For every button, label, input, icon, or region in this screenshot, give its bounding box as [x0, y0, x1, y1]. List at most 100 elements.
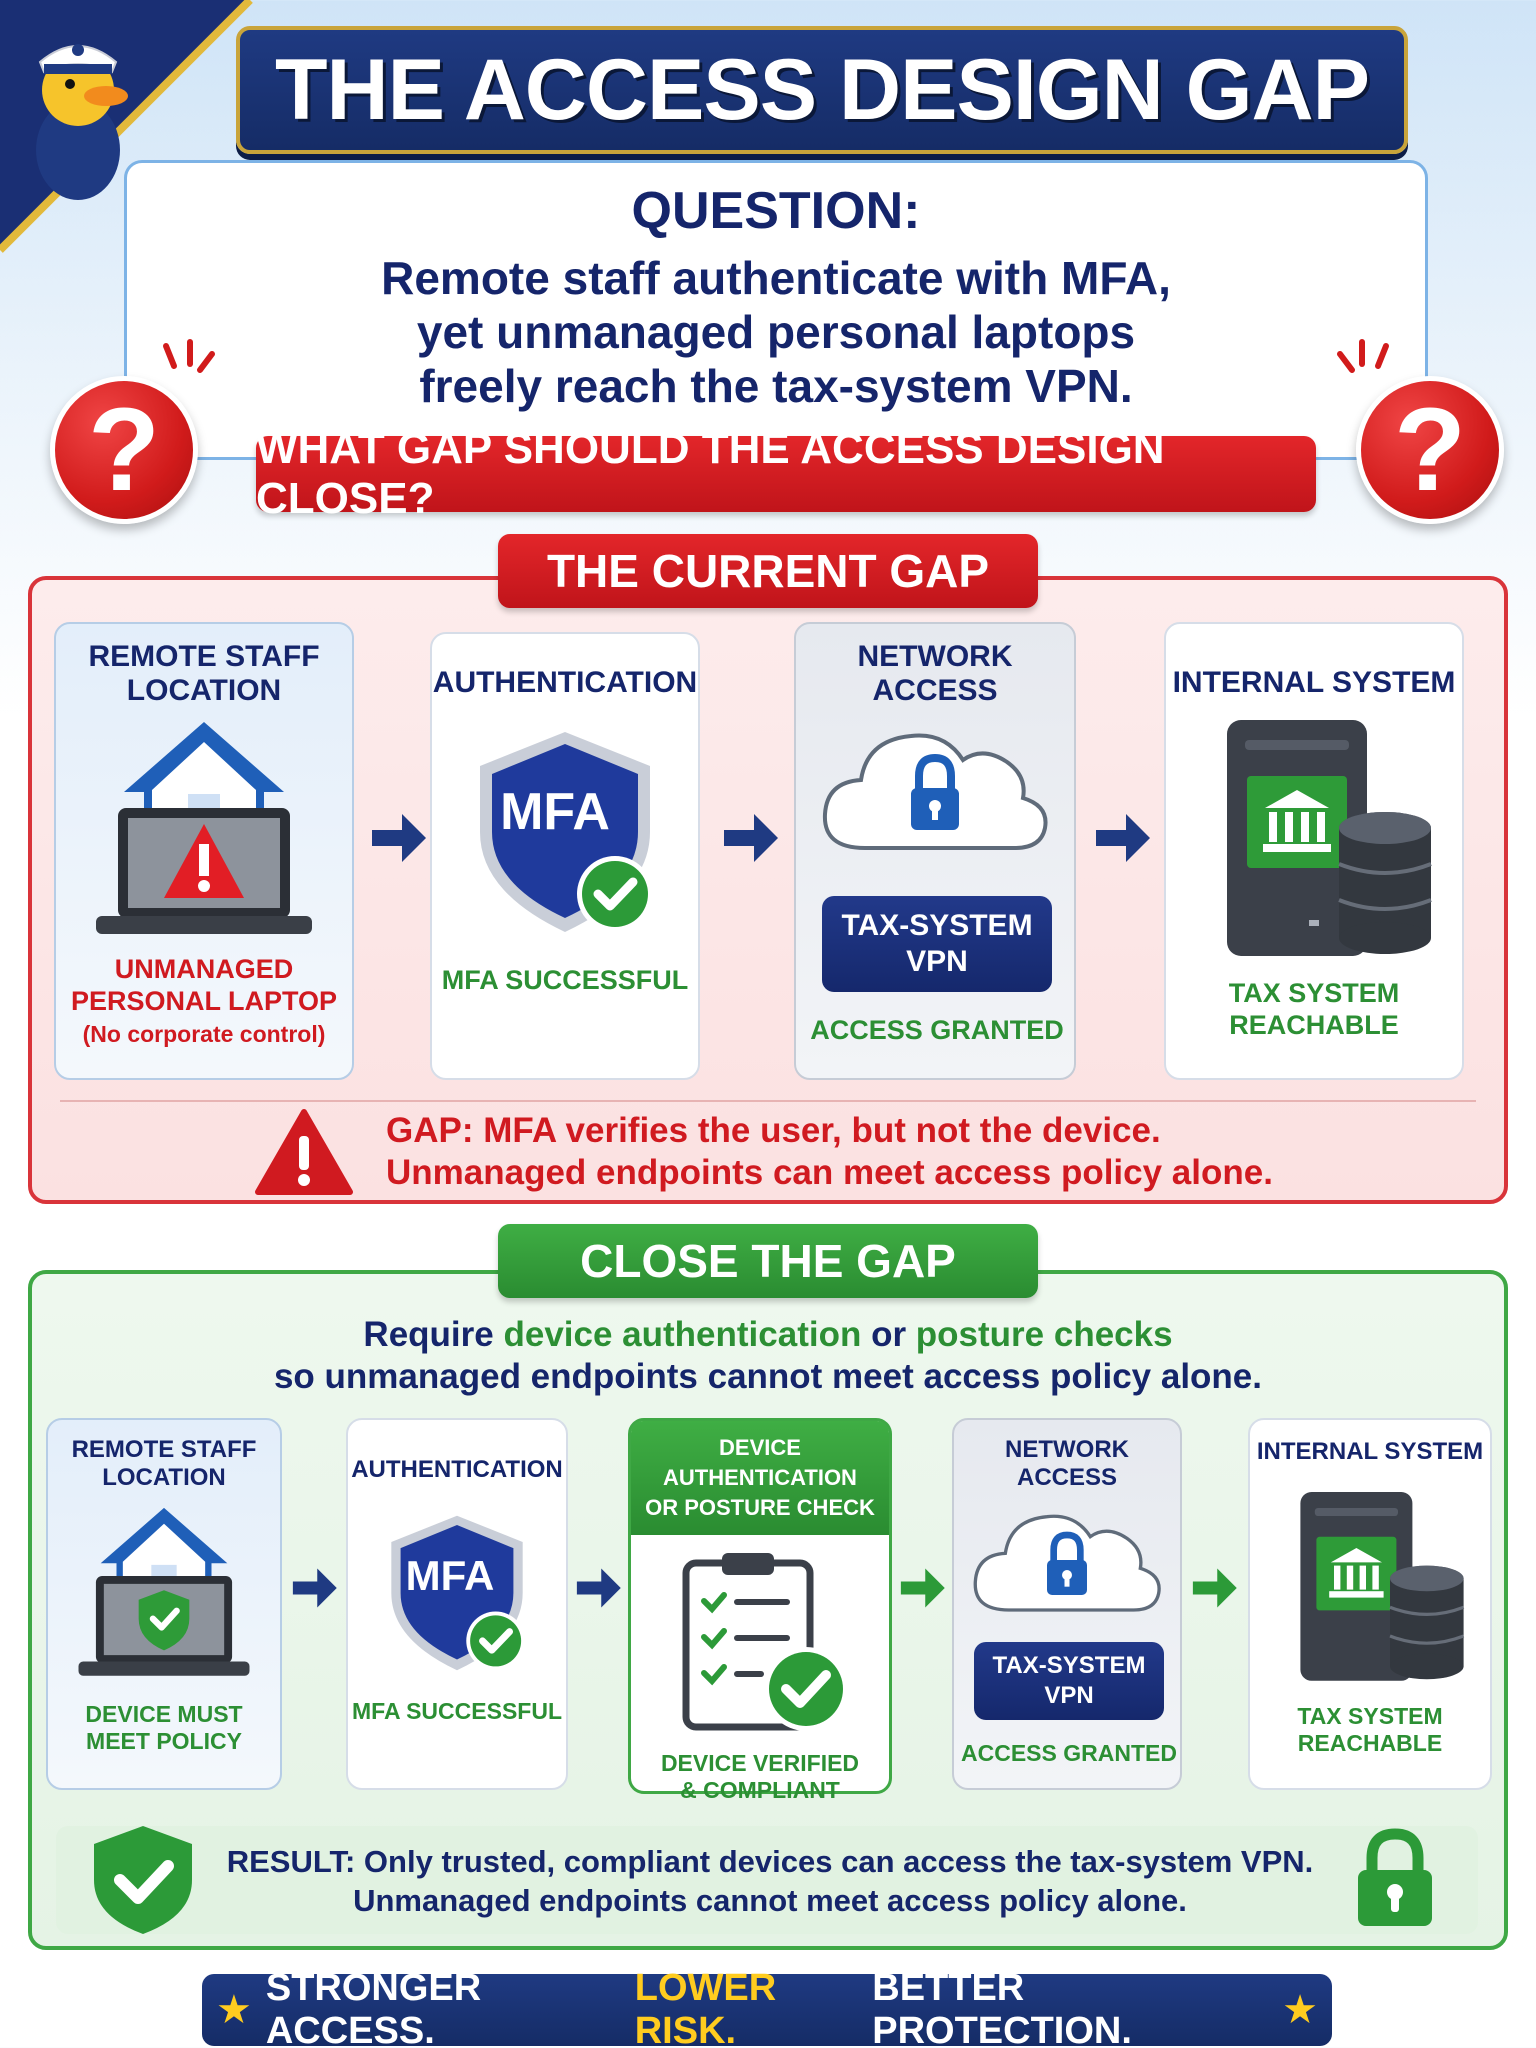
step-title: NETWORK ACCESS [796, 640, 1074, 708]
star-icon: ★ [216, 1988, 252, 2032]
step-title-line: OR POSTURE CHECK [645, 1495, 875, 1520]
step-footer-line: UNMANAGED [114, 954, 294, 984]
step-footer: TAX SYSTEM REACHABLE [1250, 1703, 1490, 1757]
step-title: INTERNAL SYSTEM [1172, 666, 1456, 699]
gap-line-2: Unmanaged endpoints can meet access poli… [386, 1153, 1273, 1192]
close-gap-intro: Require device authentication or posture… [60, 1314, 1476, 1398]
question-heading: QUESTION: [631, 182, 921, 240]
close-step-network-access: NETWORK ACCESS TAX-SYSTEM VPN ACCESS GRA… [952, 1418, 1182, 1790]
step-authentication: AUTHENTICATION MFA MFA SUCCESSFUL [430, 632, 700, 1080]
close-step-remote-location: REMOTE STAFF LOCATION DEVICE MUST MEET P… [46, 1418, 282, 1790]
intro-text: or [861, 1315, 916, 1354]
step-footer-line: REACHABLE [1229, 1010, 1399, 1040]
arrow-right-green-icon [1192, 1568, 1237, 1608]
intro-highlight: device authentication [503, 1315, 862, 1354]
result-statement: RESULT: Only trusted, compliant devices … [210, 1842, 1330, 1920]
step-footer: DEVICE VERIFIED & COMPLIANT [631, 1750, 889, 1804]
close-step-authentication: AUTHENTICATION MFA MFA SUCCESSFUL [346, 1418, 568, 1790]
close-step-device-posture: DEVICE AUTHENTICATION OR POSTURE CHECK D… [628, 1418, 892, 1803]
star-icon: ★ [1282, 1988, 1318, 2032]
vpn-label-line: VPN [906, 945, 968, 978]
house-laptop-shield-icon [78, 1507, 250, 1676]
mfa-shield-icon: MFA [372, 1508, 542, 1678]
server-database-icon [1300, 1492, 1465, 1681]
result-label: RESULT: [226, 1844, 356, 1879]
step-remote-location: REMOTE STAFF LOCATION UNMANAGED PERSONAL… [54, 622, 354, 1080]
mfa-shield-icon: MFA [455, 722, 675, 942]
step-title: REMOTE STAFF LOCATION [48, 1436, 280, 1492]
title-banner: THE ACCESS DESIGN GAP [236, 26, 1408, 154]
intro-highlight: posture checks [915, 1315, 1173, 1354]
step-title-line: LOCATION [102, 1464, 226, 1491]
step-title: INTERNAL SYSTEM [1256, 1438, 1484, 1465]
padlock-icon [1358, 1828, 1432, 1926]
tagline-bar: ★ STRONGER ACCESS. LOWER RISK. BETTER PR… [202, 1967, 1332, 2048]
step-footer-line: REACHABLE [1297, 1730, 1443, 1756]
intro-line-2: so unmanaged endpoints cannot meet acces… [273, 1357, 1263, 1396]
vpn-box: TAX-SYSTEM VPN [822, 896, 1052, 992]
burst-lines-icon [1337, 339, 1389, 373]
warning-triangle-icon [255, 1109, 353, 1195]
arrow-right-icon [724, 814, 778, 862]
step-footer-note: (No corporate control) [82, 1021, 326, 1047]
step-footer-line: DEVICE MUST [85, 1701, 243, 1727]
page-title: THE ACCESS DESIGN GAP [275, 41, 1370, 138]
step-footer: UNMANAGED PERSONAL LAPTOP (No corporate … [56, 953, 352, 1050]
step-footer: MFA SUCCESSFUL [352, 1698, 562, 1724]
step-title: REMOTE STAFF LOCATION [56, 640, 352, 708]
step-footer: ACCESS GRANTED [961, 1740, 1177, 1766]
step-title-line: DEVICE AUTHENTICATION [663, 1435, 857, 1490]
close-step-internal-system: INTERNAL SYSTEM TAX SYSTEM REACHABLE [1248, 1418, 1492, 1790]
question-line: Remote staff authenticate with MFA, [381, 252, 1171, 304]
gap-line-1: MFA verifies the user, but not the devic… [473, 1111, 1161, 1150]
arrow-right-icon [372, 814, 426, 862]
step-title-line: NETWORK [857, 640, 1013, 673]
step-footer: ACCESS GRANTED [810, 1015, 1064, 1045]
current-gap-label: THE CURRENT GAP [498, 534, 1038, 608]
question-mark-icon-left: ? [50, 376, 198, 524]
tagline-part-2: LOWER RISK. [634, 1967, 777, 2048]
cloud-lock-icon [973, 1514, 1161, 1612]
intro-text: Require [363, 1315, 504, 1354]
duck-mascot-corner [0, 0, 253, 253]
step-network-access: NETWORK ACCESS TAX-SYSTEM VPN ACCESS GRA… [794, 622, 1076, 1080]
vpn-box: TAX-SYSTEM VPN [974, 1642, 1164, 1720]
vpn-label-line: VPN [1044, 1682, 1094, 1709]
server-database-icon [1227, 720, 1432, 956]
step-title-line: NETWORK [1005, 1436, 1129, 1463]
question-line: freely reach the tax-system VPN. [419, 360, 1133, 412]
arrow-right-icon [292, 1568, 337, 1608]
shield-check-icon [94, 1826, 192, 1934]
gap-question-banner: WHAT GAP SHOULD THE ACCESS DESIGN CLOSE? [256, 424, 1316, 523]
step-title-line: ACCESS [1016, 1464, 1118, 1491]
step-title-line: ACCESS [872, 674, 998, 707]
question-body: Remote staff authenticate with MFA, yet … [127, 251, 1425, 413]
result-bar [56, 1826, 1478, 1934]
question-line: yet unmanaged personal laptops [416, 306, 1136, 358]
step-footer: MFA SUCCESSFUL [441, 965, 689, 995]
arrow-right-icon [1096, 814, 1150, 862]
arrow-right-green-icon [900, 1568, 945, 1608]
burst-lines-icon [163, 339, 215, 373]
step-footer-line: TAX SYSTEM [1297, 1703, 1443, 1729]
house-laptop-warning-icon [96, 722, 312, 934]
close-gap-label: CLOSE THE GAP [498, 1224, 1038, 1298]
result-line-2: Unmanaged endpoints cannot meet access p… [353, 1883, 1187, 1918]
question-card: QUESTION: Remote staff authenticate with… [124, 160, 1428, 460]
step-title-line: REMOTE STAFF [71, 1436, 257, 1463]
step-footer-line: PERSONAL LAPTOP [70, 986, 338, 1016]
step-internal-system: INTERNAL SYSTEM TAX SYSTEM REACHABLE [1164, 622, 1464, 1080]
vpn-label-line: TAX-SYSTEM [992, 1652, 1146, 1679]
step-title: AUTHENTICATION [351, 1456, 563, 1483]
clipboard-checklist-icon [682, 1553, 848, 1731]
step-footer-line: TAX SYSTEM [1228, 978, 1400, 1008]
step-footer: DEVICE MUST MEET POLICY [48, 1701, 280, 1755]
tagline-part-3: BETTER PROTECTION. [872, 1967, 1132, 2048]
result-line-1: Only trusted, compliant devices can acce… [355, 1844, 1314, 1879]
step-title: AUTHENTICATION [432, 666, 698, 699]
gap-divider [60, 1100, 1476, 1102]
step-title-line: LOCATION [126, 674, 282, 707]
mfa-badge-text: MFA [405, 1552, 495, 1599]
vpn-label-line: TAX-SYSTEM [841, 909, 1033, 942]
question-mark-icon-right: ? [1356, 376, 1504, 524]
